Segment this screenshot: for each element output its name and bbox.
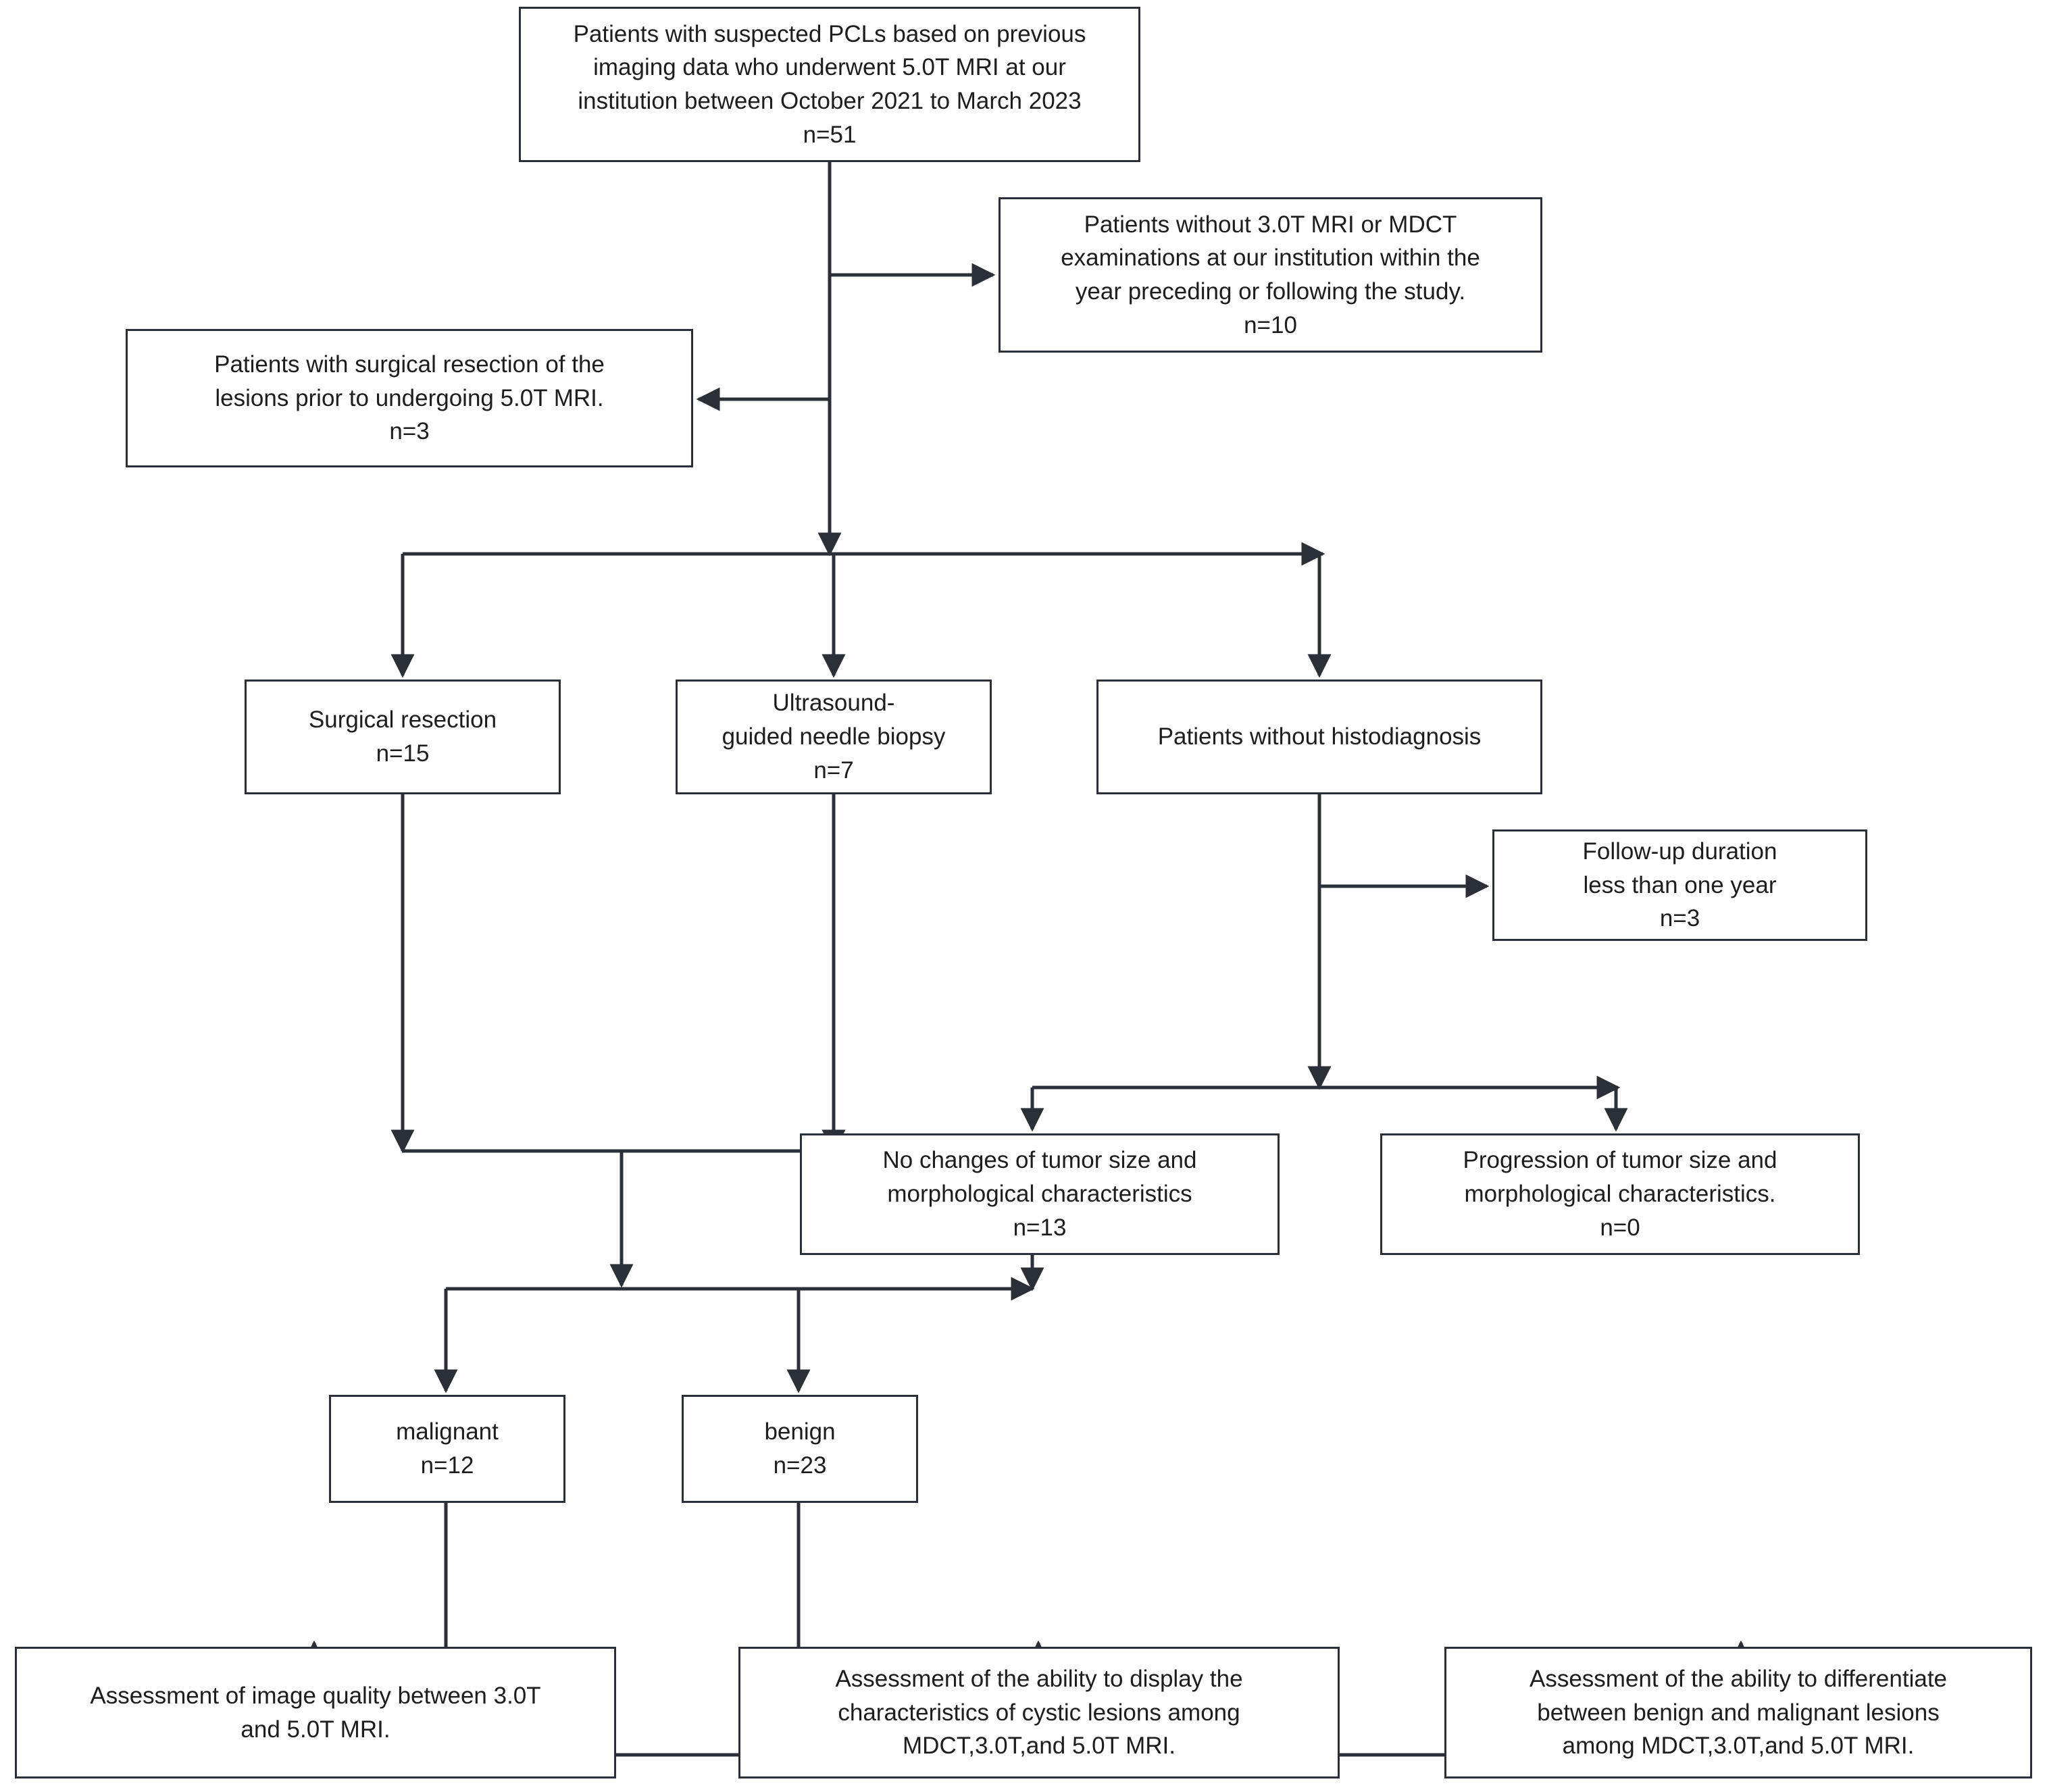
node-progression-label: Progression of tumor size and morphologi…	[1463, 1147, 1777, 1241]
node-followup-short-label: Follow-up duration less than one year n=…	[1582, 838, 1777, 932]
node-outcome-display-ability: Assessment of the ability to display the…	[738, 1647, 1340, 1778]
node-outcome-differentiate: Assessment of the ability to differentia…	[1444, 1647, 2032, 1778]
node-excluded-prior-resection-label: Patients with surgical resection of the …	[214, 351, 605, 445]
node-outcome-differentiate-label: Assessment of the ability to differentia…	[1529, 1665, 1948, 1760]
node-progression: Progression of tumor size and morphologi…	[1380, 1133, 1860, 1255]
node-surgical-resection-label: Surgical resection n=15	[308, 707, 497, 767]
node-benign-label: benign n=23	[764, 1418, 836, 1479]
node-no-change-label: No changes of tumor size and morphologic…	[882, 1147, 1197, 1241]
node-outcome-image-quality-label: Assessment of image quality between 3.0T…	[90, 1682, 541, 1743]
node-enrollment: Patients with suspected PCLs based on pr…	[519, 7, 1140, 162]
node-needle-biopsy: Ultrasound- guided needle biopsy n=7	[676, 680, 992, 794]
node-malignant: malignant n=12	[329, 1395, 565, 1503]
node-no-histodiagnosis: Patients without histodiagnosis	[1096, 680, 1542, 794]
node-needle-biopsy-label: Ultrasound- guided needle biopsy n=7	[722, 690, 946, 784]
node-excluded-no-mri-mdct: Patients without 3.0T MRI or MDCT examin…	[999, 197, 1542, 353]
node-outcome-display-ability-label: Assessment of the ability to display the…	[835, 1665, 1243, 1760]
node-outcome-image-quality: Assessment of image quality between 3.0T…	[15, 1647, 616, 1778]
node-benign: benign n=23	[682, 1395, 918, 1503]
node-malignant-label: malignant n=12	[396, 1418, 499, 1479]
node-no-change: No changes of tumor size and morphologic…	[800, 1133, 1280, 1255]
node-surgical-resection: Surgical resection n=15	[245, 680, 561, 794]
node-no-histodiagnosis-label: Patients without histodiagnosis	[1157, 723, 1482, 750]
node-followup-short: Follow-up duration less than one year n=…	[1492, 829, 1867, 941]
node-excluded-no-mri-mdct-label: Patients without 3.0T MRI or MDCT examin…	[1061, 211, 1480, 338]
node-enrollment-label: Patients with suspected PCLs based on pr…	[573, 20, 1086, 148]
node-excluded-prior-resection: Patients with surgical resection of the …	[126, 329, 693, 467]
